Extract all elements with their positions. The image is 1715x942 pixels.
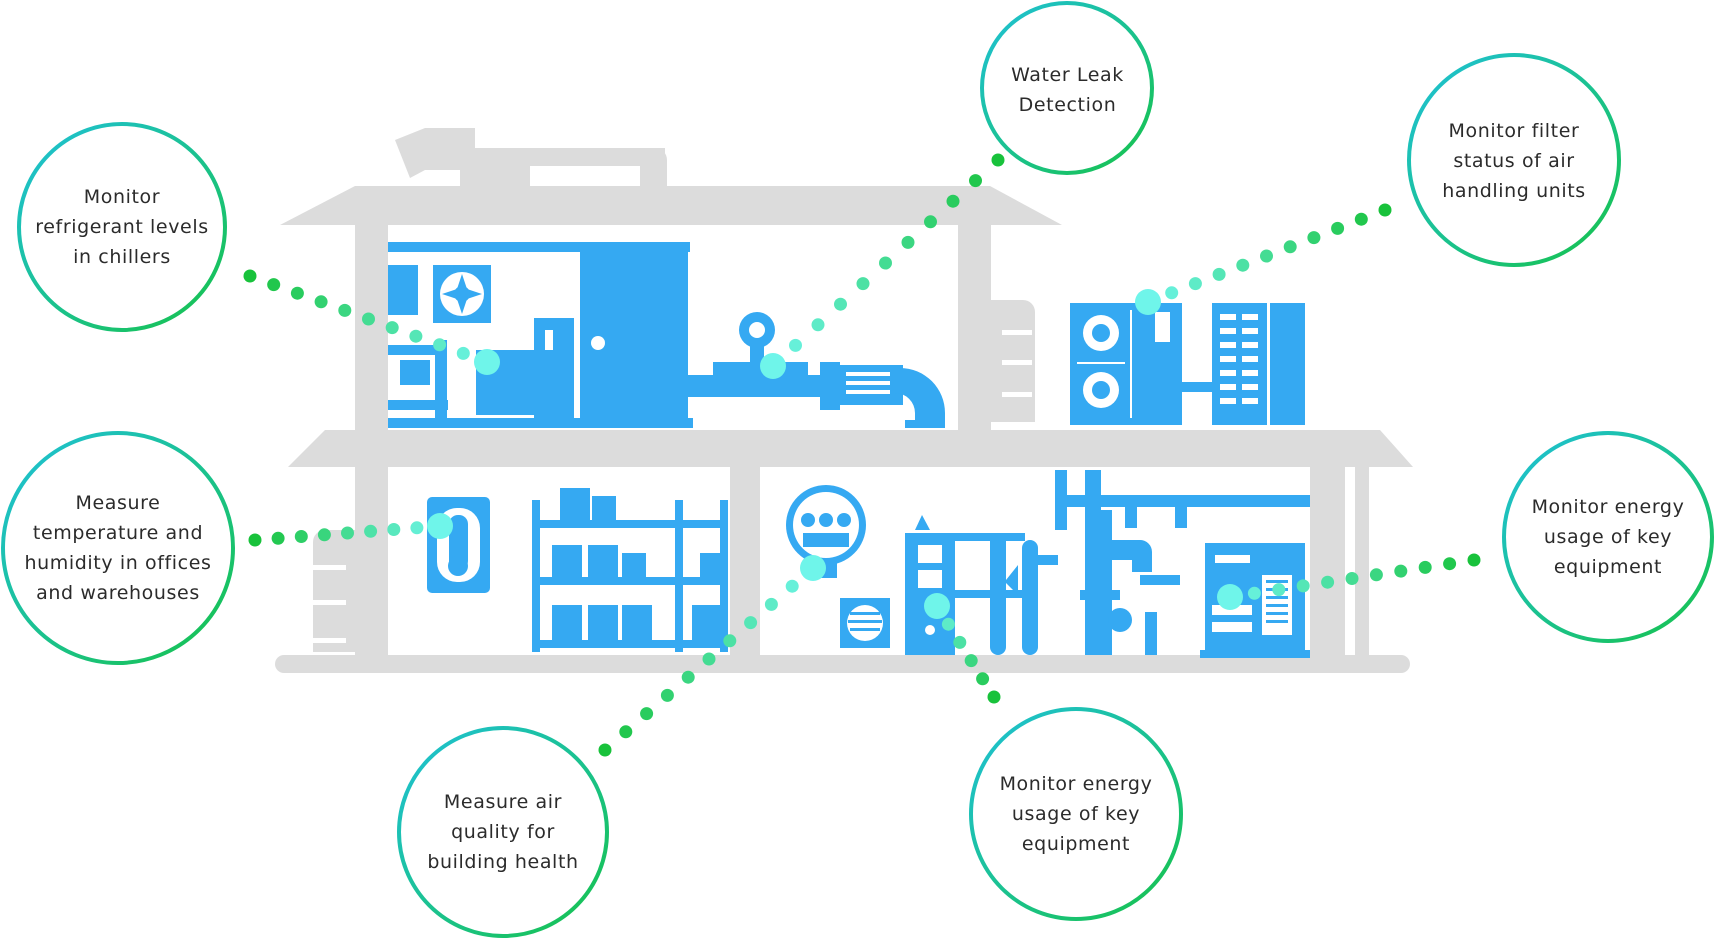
connector-dot-filter xyxy=(1212,267,1226,281)
connector-dot-refrigerant xyxy=(362,312,375,326)
pipe xyxy=(688,375,838,397)
connector-dot-temperature xyxy=(317,528,331,542)
connector-dot-temperature xyxy=(364,524,378,538)
sensor-point-energy-right xyxy=(1217,584,1243,610)
connector-dot-filter xyxy=(1283,240,1297,254)
warehouse-shelving xyxy=(532,488,728,652)
connector-dot-energy-right xyxy=(1321,575,1335,589)
roof-unit xyxy=(425,128,475,170)
connector-dot-temperature xyxy=(341,526,354,540)
connector-dot-water-leak xyxy=(879,256,892,270)
connector-dot-air-quality xyxy=(619,725,633,739)
connector-dot-refrigerant xyxy=(314,295,328,309)
connector-dot-air-quality xyxy=(598,743,612,757)
sensor-point-filter xyxy=(1135,289,1161,315)
callout-ring-filter xyxy=(1407,53,1621,267)
connector-dot-energy-right xyxy=(1443,557,1457,571)
connector-dot-refrigerant xyxy=(243,269,257,283)
callout-ring-refrigerant xyxy=(17,122,227,332)
connector-dot-temperature xyxy=(271,531,285,545)
connector-dot-refrigerant xyxy=(267,278,281,292)
connector-dot-refrigerant xyxy=(385,321,399,335)
roof xyxy=(280,186,1062,225)
sensor-point-air-quality xyxy=(800,555,826,581)
connector-dot-energy-bottom xyxy=(964,654,978,668)
connector-dot-energy-bottom xyxy=(976,672,990,686)
filter-bank xyxy=(1212,303,1267,425)
connector-dot-water-leak xyxy=(924,215,937,229)
connector-dot-filter xyxy=(1378,203,1392,217)
connector-dot-energy-right xyxy=(1296,579,1310,593)
connector-dot-air-quality xyxy=(744,616,758,630)
connector-dot-energy-right xyxy=(1418,560,1432,574)
connector-dot-water-leak xyxy=(946,194,960,208)
equipment-illustration xyxy=(388,242,1310,658)
sensor-connectors xyxy=(243,153,1481,757)
connector-dot-energy-bottom xyxy=(953,635,967,649)
connector-dot-filter xyxy=(1331,221,1345,235)
connector-dot-refrigerant xyxy=(290,286,304,300)
sensor-point-water-leak xyxy=(760,353,786,379)
connector-dot-air-quality xyxy=(640,707,654,721)
connector-dot-energy-right xyxy=(1369,568,1383,582)
connector-dot-temperature xyxy=(294,530,308,543)
connector-dot-air-quality xyxy=(660,688,674,702)
connector-dot-air-quality xyxy=(681,670,695,684)
connector-dot-filter xyxy=(1260,249,1273,263)
connector-dot-temperature xyxy=(410,521,424,535)
connector-dot-filter xyxy=(1236,258,1250,272)
sensor-point-refrigerant xyxy=(474,349,500,375)
connector-dot-energy-bottom xyxy=(987,690,1001,704)
connector-dot-refrigerant xyxy=(433,338,447,352)
connector-dot-refrigerant xyxy=(338,303,352,317)
connector-dot-energy-bottom xyxy=(941,617,955,631)
connector-dot-air-quality xyxy=(723,634,737,648)
connector-dot-air-quality xyxy=(785,579,799,593)
chiller-cabinet xyxy=(580,242,688,427)
connector-dot-water-leak xyxy=(991,153,1005,167)
tank xyxy=(1022,540,1038,655)
connector-dot-filter xyxy=(1307,231,1321,245)
callout-ring-energy-right xyxy=(1502,431,1714,643)
callout-ring-temperature xyxy=(1,431,235,665)
connector-dot-water-leak xyxy=(969,174,982,188)
connector-dot-energy-right xyxy=(1272,583,1286,597)
connector-dot-filter xyxy=(1354,212,1368,226)
connector-dot-water-leak xyxy=(834,297,847,311)
callout-ring-water-leak xyxy=(980,1,1154,175)
connector-dot-temperature xyxy=(248,533,262,547)
connector-dot-filter xyxy=(1165,286,1179,300)
connector-dot-water-leak xyxy=(901,235,915,249)
connector-dot-energy-right xyxy=(1467,553,1481,567)
ground-floor-slab xyxy=(275,655,1410,673)
tank xyxy=(990,540,1006,655)
connector-dot-energy-right xyxy=(1394,564,1408,578)
connector-dot-air-quality xyxy=(702,652,716,666)
building-illustration xyxy=(275,128,1413,673)
connector-dot-energy-right xyxy=(1345,572,1359,585)
connector-dot-water-leak xyxy=(789,338,802,352)
connector-dot-water-leak xyxy=(856,277,870,291)
callout-ring-air-quality xyxy=(397,726,609,938)
connector-dot-temperature xyxy=(387,523,401,536)
callout-ring-energy-bottom xyxy=(969,707,1183,921)
sensor-point-temperature xyxy=(427,513,453,539)
connector-dot-water-leak xyxy=(811,318,825,332)
connector-dot-refrigerant xyxy=(409,329,423,343)
connector-dot-filter xyxy=(1188,277,1202,291)
connector-dot-refrigerant xyxy=(456,346,470,360)
connector-dot-air-quality xyxy=(764,597,778,611)
connector-dot-energy-right xyxy=(1247,586,1261,600)
sensor-point-energy-bottom xyxy=(924,593,950,619)
